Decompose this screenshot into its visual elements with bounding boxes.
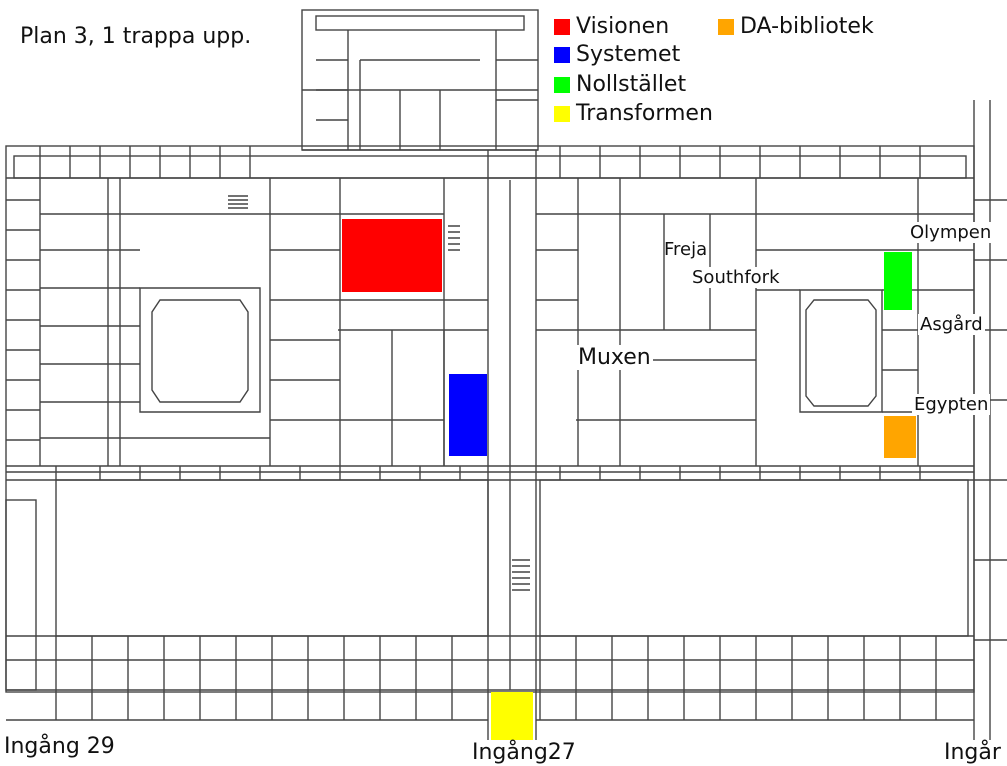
legend-label: Systemet <box>576 42 681 67</box>
room-visionen[interactable] <box>342 219 442 292</box>
room-systemet[interactable] <box>449 374 487 456</box>
legend-swatch <box>718 18 734 35</box>
legend-item-nollstallet: Nollstället <box>554 72 686 97</box>
entrance-label-29: Ingång 29 <box>2 734 117 759</box>
legend-label: DA-bibliotek <box>740 14 874 39</box>
entrance-label-right: Ingår <box>942 740 1003 765</box>
map-title: Plan 3, 1 trappa upp. <box>20 24 252 49</box>
place-label-freja: Freja <box>664 239 708 260</box>
legend-label: Transformen <box>576 101 713 126</box>
legend-label: Nollstället <box>576 72 687 97</box>
legend-item-transformen: Transformen <box>554 101 713 126</box>
legend-item-da-bibliotek: DA-bibliotek <box>718 14 874 39</box>
legend-swatch <box>554 105 570 122</box>
room-transformen[interactable] <box>491 692 533 742</box>
legend-item-systemet: Systemet <box>554 42 680 67</box>
legend-label: Visionen <box>576 14 670 39</box>
room-da-bibliotek[interactable] <box>884 416 916 458</box>
legend-item-visionen: Visionen <box>554 14 669 39</box>
place-label-asgard: Asgård <box>918 314 985 335</box>
place-label-southfork: Southfork <box>690 267 782 288</box>
floor-plan-walls <box>5 9 1007 740</box>
legend-swatch <box>554 76 570 93</box>
place-label-olympen: Olympen <box>908 222 994 243</box>
room-nollstallet[interactable] <box>884 252 912 310</box>
place-label-muxen: Muxen <box>576 345 653 370</box>
place-label-egypten: Egypten <box>912 394 991 415</box>
legend-swatch <box>554 46 570 63</box>
entrance-label-27: Ingång27 <box>470 740 578 765</box>
legend-swatch <box>554 18 570 35</box>
